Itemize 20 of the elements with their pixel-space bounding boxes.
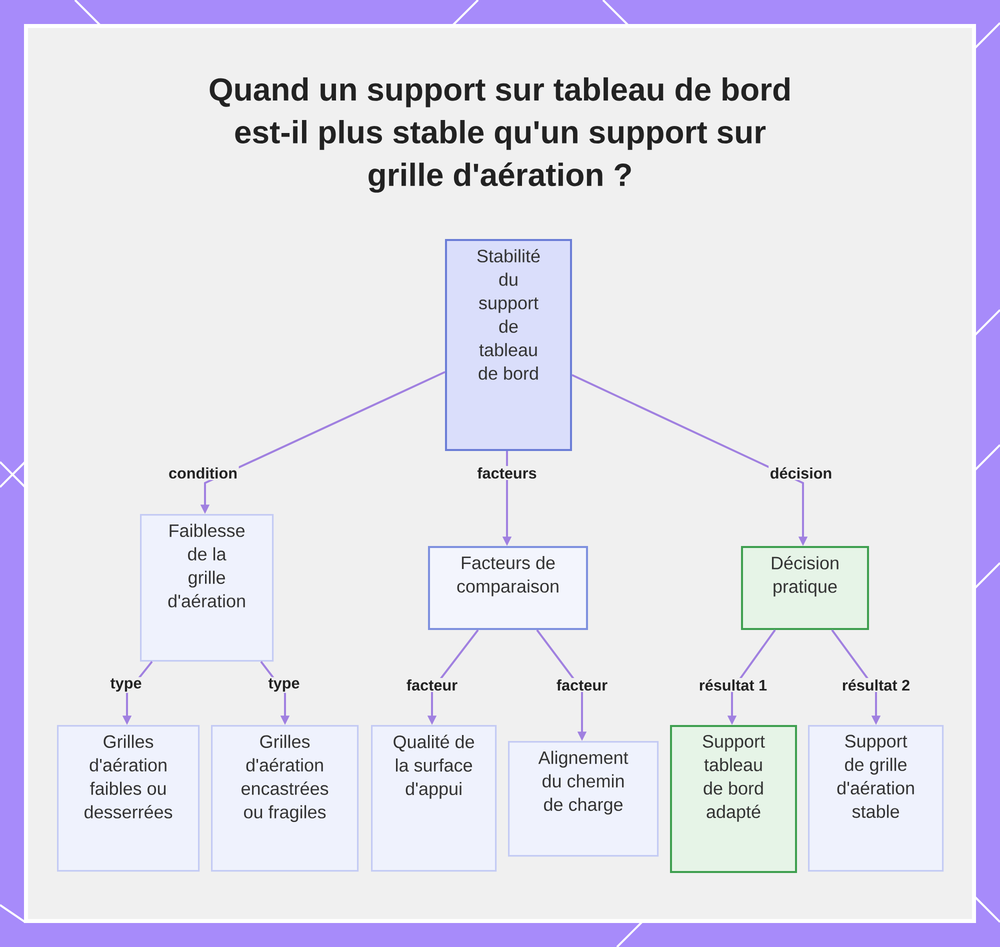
topic-box: Facteurs de comparaison [428,546,588,630]
topic-box: Support tableau de bord adapté [670,725,797,873]
topic-box: Faiblesse de la grille d'aération [140,514,274,662]
topic-box: Support de grille d'aération stable [808,725,944,872]
title: Quand un support sur tableau de bord est-il plus stable qu'un support sur grille d'aération ? [210,77,790,193]
topic-box: Alignement du chemin de charge [508,741,659,857]
edge-label: résultat 1 [698,678,768,692]
topic-box: Stabilité du support de tableau de bord [445,239,572,451]
edge-label: facteur [405,678,459,692]
edge-label: type [108,677,144,693]
topic-box: Grilles d'aération encastrées ou fragiles [211,725,359,872]
edge-label: résultat 2 [840,678,912,692]
topic-box: Grilles d'aération faibles ou desserrées [57,725,200,872]
edge-label: facteur [555,678,609,692]
edge-label: condition [167,466,239,480]
edge-label: décision [768,466,834,480]
topic-box: Décision pratique [741,546,869,630]
topic-box: Qualité de la surface d'appui [371,725,497,872]
edge-label: type [266,677,302,693]
edge-label: facteurs [476,466,538,480]
